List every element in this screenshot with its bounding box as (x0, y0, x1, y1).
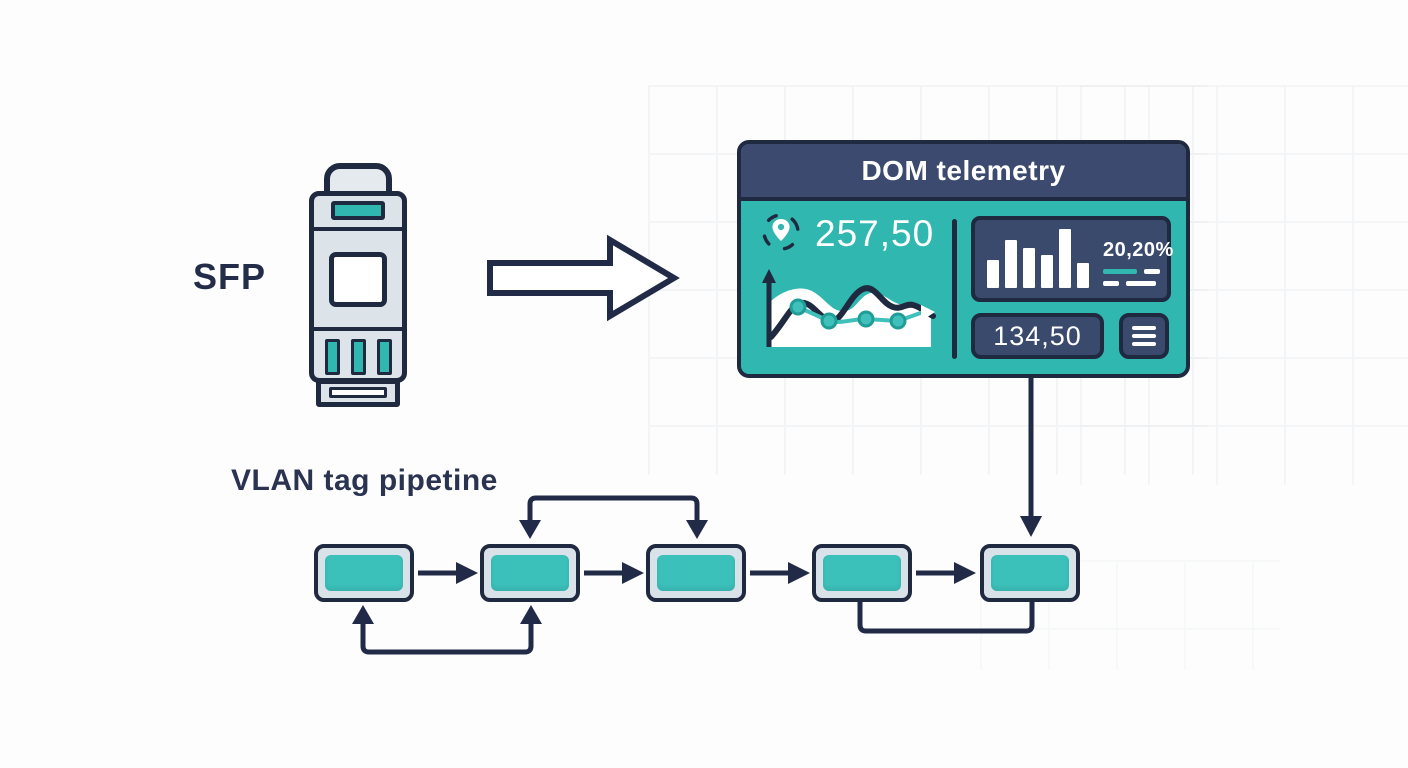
hamburger-menu-icon (1132, 342, 1156, 346)
hamburger-menu-icon (1132, 334, 1156, 338)
pipeline-label: VLAN tag pipetine (231, 464, 498, 497)
location-pin-icon (762, 213, 800, 251)
bottom-feedback-loop (352, 605, 542, 655)
stage-fill (325, 555, 403, 591)
divider (952, 219, 957, 359)
bar-chart (987, 226, 1089, 288)
pipeline-stage-1 (314, 544, 414, 602)
bar-chart-panel: 20,20% (971, 216, 1174, 302)
sfp-pin (324, 339, 340, 375)
sfp-pin (350, 339, 366, 375)
card-body: 257,50 (741, 201, 1186, 374)
percentage-value: 20,20% (1103, 239, 1174, 261)
sfp-body (309, 191, 407, 383)
sfp-label: SFP (193, 256, 267, 297)
bar (1077, 263, 1089, 288)
sfp-top-slot (331, 201, 385, 220)
bar (1005, 239, 1017, 288)
bar (1059, 229, 1071, 288)
divider (314, 227, 402, 231)
dom-telemetry-card: DOM telemetry 257,50 (737, 140, 1190, 378)
stage4-stage5-connector (857, 602, 1035, 634)
pipeline-stage-2 (480, 544, 580, 602)
legend-dashes (1103, 269, 1160, 274)
stage-fill (657, 555, 735, 591)
stage-fill (991, 555, 1069, 591)
pipeline-stage-4 (812, 544, 912, 602)
dashboard-to-stage5-arrow (1020, 378, 1042, 537)
primary-metric-value: 257,50 (815, 213, 935, 254)
percentage-block: 20,20% (1103, 239, 1174, 286)
sfp-pins (314, 339, 402, 375)
flow-arrow-right-icon (487, 234, 680, 322)
pipeline-stage-5 (980, 544, 1080, 602)
stage-fill (491, 555, 569, 591)
sfp-window (329, 252, 387, 307)
card-bottom-row: 134,50 (971, 313, 1169, 359)
primary-metric: 257,50 (759, 211, 934, 257)
bar (1023, 248, 1035, 288)
pipeline-stage-3 (646, 544, 746, 602)
legend-dashes (1103, 281, 1156, 286)
secondary-metric-box: 134,50 (971, 313, 1104, 359)
hamburger-menu-button[interactable] (1119, 313, 1169, 359)
bar (1041, 254, 1053, 288)
bar (987, 260, 999, 288)
sfp-connector (316, 379, 400, 407)
sfp-pin (376, 339, 392, 375)
top-feedback-loop (519, 495, 708, 539)
stage-fill (823, 555, 901, 591)
sfp-module-icon (309, 163, 407, 413)
hamburger-menu-icon (1132, 326, 1156, 330)
card-title: DOM telemetry (741, 144, 1186, 201)
mini-line-chart (753, 257, 945, 364)
sfp-connector-slot (329, 387, 387, 398)
divider (314, 327, 402, 331)
